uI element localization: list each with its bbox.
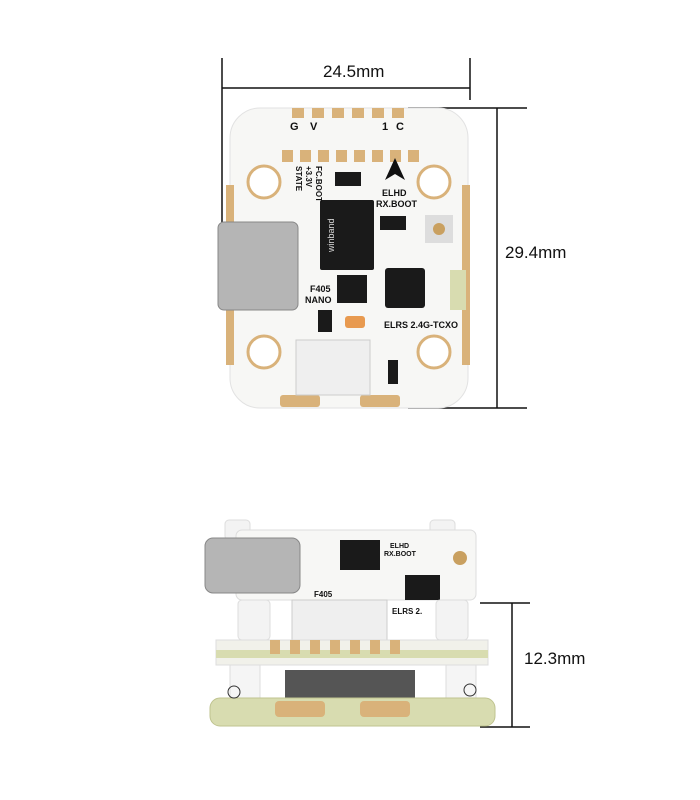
label-state: STATE [294,166,303,192]
height-dimension: 12.3mm [524,649,586,668]
usb-c-side [204,537,301,594]
label-elhd: ELHD [382,188,407,198]
boot-button [335,172,361,186]
label-g: G [290,121,299,133]
side-label-rx-boot: RX.BOOT [384,551,417,558]
width-dimension: 24.5mm [323,62,385,81]
arrow-icon [385,158,405,180]
label-rx-boot: RX.BOOT [376,199,418,209]
top-view-board: G V 1 C FC.BOOT +3.3V STATE ELHD RX.BOOT… [217,107,470,409]
mounting-holes [246,164,452,370]
top-pads [280,108,419,407]
connector-header [295,339,371,396]
usb-c-port [217,221,299,311]
length-dimension: 29.4mm [505,243,567,262]
rx-boot-button [380,216,406,230]
label-fc-boot: FC.BOOT [314,166,323,202]
label-nano: NANO [305,295,332,305]
side-label-elhd: ELHD [390,543,409,550]
label-1: 1 [382,121,388,133]
base-pcb [209,697,496,727]
side-label-elrs: ELRS 2. [392,607,422,616]
elrs-chip [385,268,425,308]
side-view-board: F405 ELRS 2. ELHD RX.BOOT [204,519,496,727]
flash-chip [320,200,374,270]
label-3v3: +3.3V [304,166,313,188]
regulator-chip [337,275,367,303]
label-v: V [310,121,318,133]
label-c: C [396,121,404,133]
antenna-connector-side [453,551,467,565]
side-connector [291,599,388,643]
flash-brand-text: winband [326,218,336,253]
label-elrs: ELRS 2.4G-TCXO [384,320,458,330]
side-label-f405: F405 [314,590,333,599]
label-f405: F405 [310,284,331,294]
